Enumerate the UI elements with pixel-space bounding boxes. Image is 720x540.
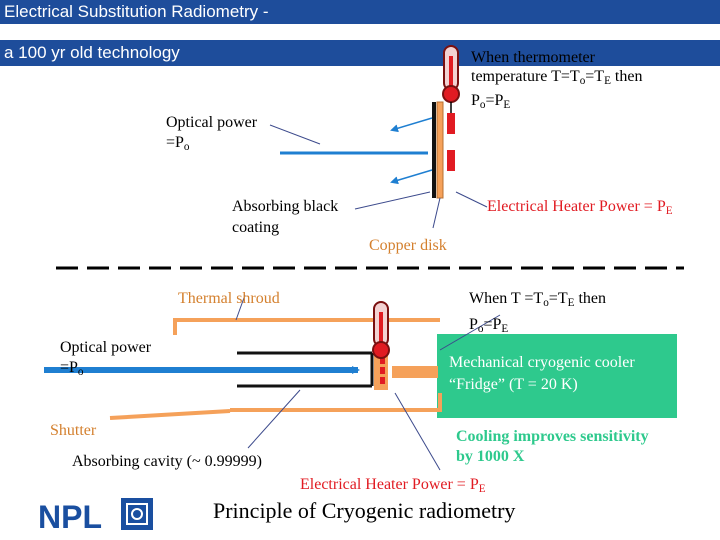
leader-absorbing-cavity (247, 389, 301, 449)
leader-thermal-shroud (235, 294, 246, 321)
copper-disk-label: Copper disk (369, 237, 447, 254)
leader-heater-power (455, 191, 488, 208)
leader-copper-disk (432, 197, 441, 229)
heater-power-label-top: Electrical Heater Power = PE (487, 198, 673, 217)
npl-logo-text: NPL (38, 499, 102, 535)
cooler-label: Mechanical cryogenic cooler “Fridge” (T … (449, 354, 635, 393)
npl-logo: NPL (38, 498, 153, 535)
heater-dash-3 (380, 377, 385, 384)
scatter-arrow-up (390, 117, 433, 133)
optical-power-label-top: Optical power =Po (166, 114, 258, 153)
cryogenic-cooler-box (437, 334, 677, 418)
thermometer-icon (442, 45, 460, 103)
scatter-arrow-down (390, 169, 433, 185)
diagram-title: Principle of Cryogenic radiometry (213, 498, 516, 523)
header-bar: Electrical Substitution Radiometry - (0, 0, 720, 24)
leader-optical-power (269, 124, 321, 145)
absorbing-coating-label: Absorbing black coating (232, 198, 339, 236)
header-bar-line2: a 100 yr old technology (0, 40, 720, 66)
header-line1: Electrical Substitution Radiometry - (4, 2, 269, 21)
thermal-shroud (173, 318, 442, 412)
heater-dash-1 (380, 357, 385, 364)
leader-absorbing-coating (354, 191, 431, 210)
absorbing-cavity (237, 351, 374, 388)
heater-element-top (447, 113, 455, 134)
leader-condition (439, 314, 501, 351)
thermal-shroud-label: Thermal shroud (178, 290, 280, 307)
thermometer-note: When thermometer temperature T=To=TE the… (471, 49, 643, 111)
npl-crest-icon (121, 498, 153, 530)
copper-disk (436, 101, 444, 199)
shutter-label: Shutter (50, 422, 97, 439)
absorbing-cavity-label: Absorbing cavity (~ 0.99999) (72, 453, 262, 470)
heater-power-label-bottom: Electrical Heater Power = PE (300, 476, 486, 495)
heater-dash-2 (380, 367, 385, 374)
equilibrium-condition: When T =To=TE then Po=PE (469, 290, 606, 335)
heater-element-bottom (447, 150, 455, 171)
header-line2: a 100 yr old technology (4, 43, 180, 62)
thermometer-icon-bottom (372, 301, 390, 359)
absorbing-coating (432, 102, 436, 198)
cooling-note: Cooling improves sensitivity by 1000 X (456, 428, 649, 465)
optical-power-label-bottom: Optical power =Po (60, 339, 152, 378)
leader-heater-bottom (394, 392, 441, 471)
shutter-blade (109, 409, 231, 420)
cooler-link (392, 366, 438, 378)
